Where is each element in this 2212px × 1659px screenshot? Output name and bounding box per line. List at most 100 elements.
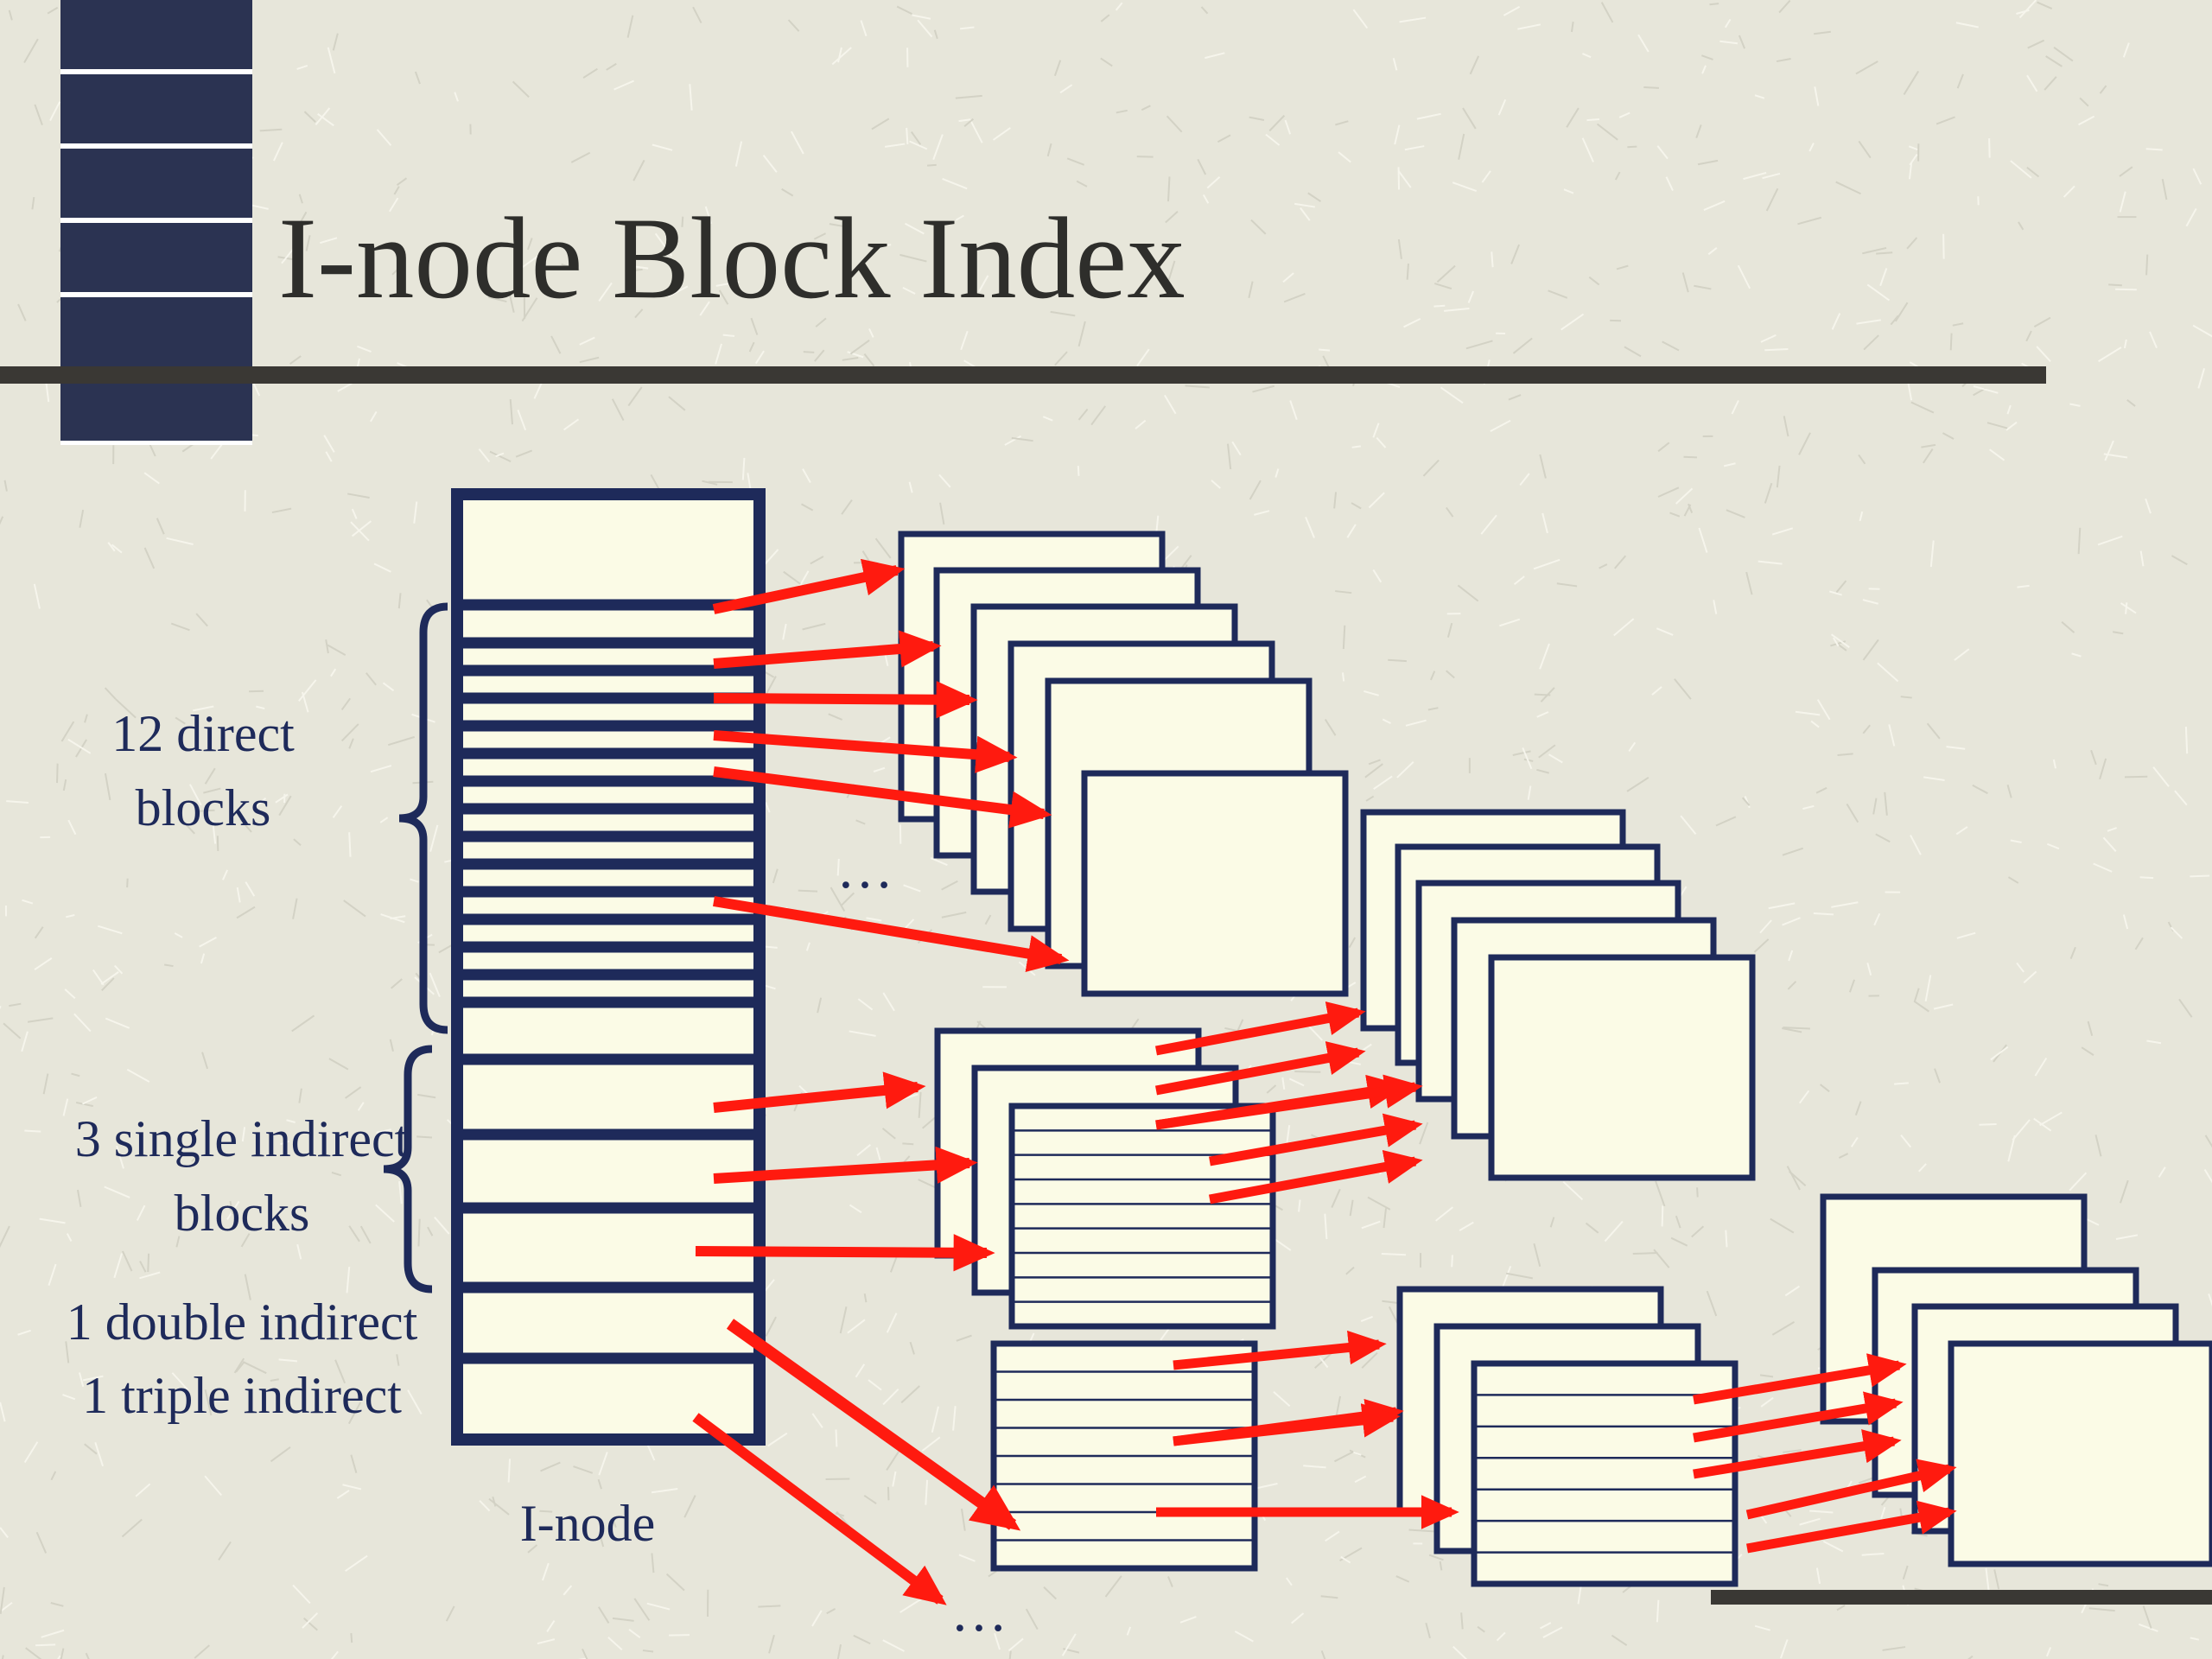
- texture-fleck: [507, 290, 515, 313]
- texture-fleck: [905, 222, 925, 235]
- texture-fleck: [1596, 123, 1618, 141]
- texture-fleck: [1856, 319, 1881, 325]
- texture-fleck: [1858, 140, 1872, 159]
- texture-fleck: [507, 1459, 512, 1483]
- texture-fleck: [805, 942, 810, 951]
- texture-fleck: [1249, 116, 1265, 122]
- texture-fleck: [2145, 498, 2152, 514]
- texture-fleck: [1955, 22, 1979, 29]
- texture-fleck: [1760, 1515, 1768, 1524]
- texture-fleck: [1688, 503, 1694, 513]
- texture-fleck: [1298, 1199, 1301, 1212]
- texture-fleck: [33, 583, 41, 609]
- texture-fleck: [1581, 137, 1594, 162]
- texture-fleck: [2018, 221, 2024, 231]
- texture-fleck: [1352, 9, 1369, 29]
- texture-fleck: [194, 1644, 210, 1659]
- texture-fleck: [1046, 143, 1052, 157]
- texture-fleck: [1288, 1077, 1305, 1087]
- texture-fleck: [1234, 1630, 1254, 1643]
- texture-fleck: [50, 1471, 57, 1481]
- texture-fleck: [1786, 1166, 1801, 1191]
- texture-fleck: [1802, 804, 1815, 810]
- texture-fleck: [1913, 1000, 1929, 1013]
- texture-fleck: [1077, 321, 1086, 347]
- texture-fleck: [1250, 219, 1267, 235]
- texture-fleck: [1382, 1208, 1388, 1229]
- texture-fleck: [2090, 749, 2097, 766]
- texture-fleck: [930, 857, 948, 867]
- texture-fleck: [1929, 540, 1935, 568]
- texture-fleck: [1320, 1650, 1326, 1659]
- texture-fleck: [1512, 750, 1531, 756]
- texture-fleck: [613, 79, 634, 91]
- texture-fleck: [1197, 158, 1207, 175]
- texture-fleck: [2034, 1057, 2048, 1077]
- texture-fleck: [21, 1031, 29, 1052]
- texture-fleck: [2098, 346, 2122, 363]
- texture-fleck: [1783, 416, 1789, 437]
- texture-fleck: [1888, 724, 1896, 747]
- texture-fleck: [1795, 710, 1821, 716]
- texture-fleck: [1760, 334, 1777, 343]
- texture-fleck: [229, 1200, 234, 1215]
- direct-ellipsis: …: [836, 837, 907, 900]
- texture-fleck: [2170, 926, 2183, 939]
- texture-fleck: [1709, 3, 1719, 6]
- texture-fleck: [1838, 1153, 1849, 1159]
- texture-fleck: [2146, 1039, 2162, 1045]
- texture-fleck: [683, 1495, 696, 1518]
- texture-fleck: [1707, 247, 1718, 256]
- texture-fleck: [2005, 421, 2018, 431]
- texture-fleck: [1743, 171, 1767, 181]
- texture-fleck: [626, 15, 634, 38]
- texture-fleck: [328, 1058, 349, 1071]
- texture-fleck: [8, 10, 13, 21]
- texture-fleck: [1924, 975, 1932, 1002]
- texture-fleck: [100, 971, 119, 985]
- texture-fleck: [199, 937, 217, 948]
- texture-fleck: [1859, 511, 1864, 522]
- texture-fleck: [1873, 912, 1881, 926]
- texture-fleck: [2123, 339, 2127, 349]
- texture-fleck: [533, 380, 543, 399]
- texture-fleck: [634, 308, 644, 319]
- texture-fleck: [382, 682, 395, 692]
- texture-fleck: [1408, 1529, 1435, 1533]
- texture-fleck: [391, 265, 402, 276]
- texture-fleck: [515, 449, 533, 458]
- texture-fleck: [1388, 658, 1407, 663]
- texture-fleck: [1397, 238, 1402, 259]
- texture-fleck: [410, 878, 419, 883]
- texture-fleck: [1628, 741, 1637, 753]
- texture-fleck: [1713, 600, 1718, 614]
- texture-fleck: [240, 1233, 251, 1248]
- texture-fleck: [357, 1102, 365, 1111]
- texture-fleck: [1373, 775, 1393, 791]
- texture-fleck: [1653, 1249, 1670, 1268]
- texture-fleck: [633, 1598, 651, 1621]
- texture-fleck: [1517, 23, 1541, 30]
- texture-fleck: [49, 101, 61, 122]
- texture-fleck: [97, 925, 123, 935]
- texture-fleck: [978, 275, 989, 293]
- texture-fleck: [1814, 86, 1820, 106]
- texture-fleck: [546, 1619, 556, 1633]
- texture-fleck: [1305, 517, 1315, 538]
- texture-fleck: [527, 1544, 538, 1554]
- texture-fleck: [2115, 1234, 2139, 1240]
- texture-fleck: [413, 501, 418, 524]
- texture-fleck: [66, 914, 75, 918]
- texture-fleck: [1956, 931, 1976, 939]
- texture-fleck: [2044, 76, 2057, 91]
- texture-fleck: [815, 317, 827, 327]
- texture-fleck: [2039, 1111, 2063, 1127]
- texture-fleck: [875, 1147, 881, 1160]
- texture-fleck: [1611, 1634, 1628, 1646]
- texture-fleck: [1656, 1599, 1660, 1623]
- texture-fleck: [1582, 53, 1592, 59]
- texture-fleck: [340, 723, 359, 742]
- texture-fleck: [692, 6, 702, 23]
- texture-fleck: [25, 1647, 42, 1659]
- texture-fleck: [802, 468, 811, 483]
